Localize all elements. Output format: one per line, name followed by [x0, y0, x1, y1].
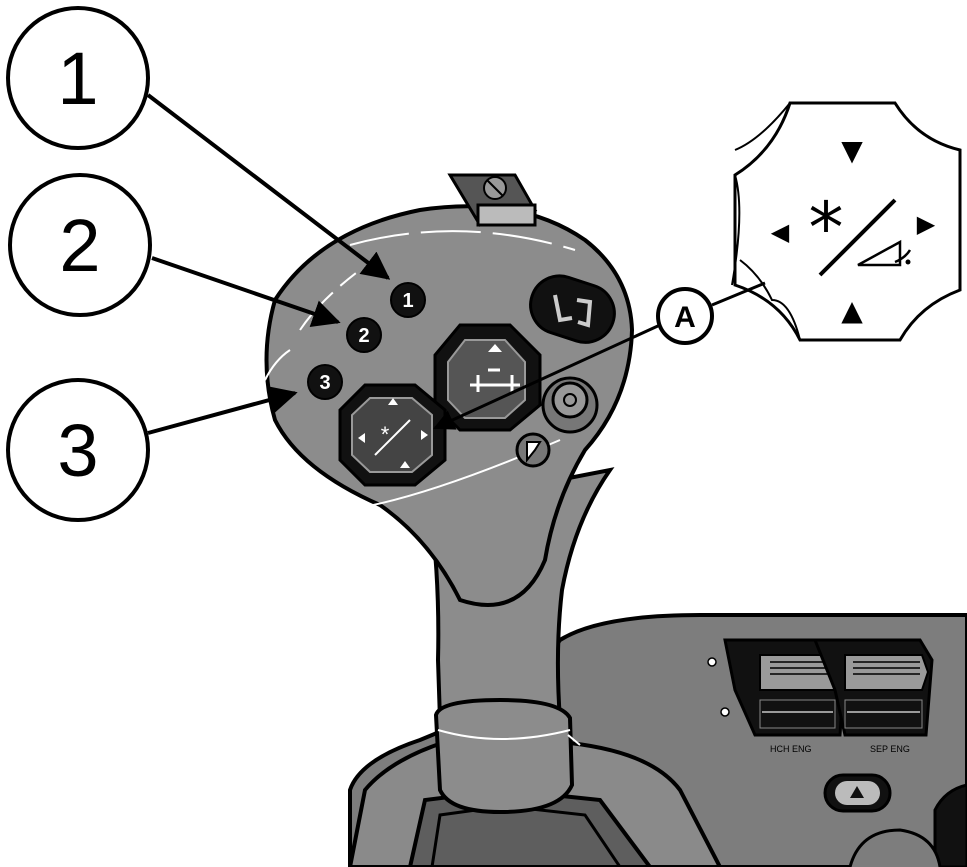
- detail-up-arrow: ▲: [841, 294, 863, 327]
- detail-left-arrow: ◀: [771, 218, 790, 246]
- callout-3-leader: [147, 386, 298, 435]
- handle-button-2-label: 2: [358, 325, 369, 347]
- handle-hitch-button[interactable]: [433, 323, 542, 432]
- handle-top-clip: [447, 173, 538, 227]
- callout-2: 2: [8, 173, 152, 317]
- callout-3-label: 3: [57, 409, 98, 492]
- callout-1-label: 1: [57, 37, 98, 120]
- switch-left-label: HCH ENG: [770, 744, 812, 754]
- svg-text:*: *: [381, 422, 390, 447]
- detail-right-arrow: ▶: [917, 210, 936, 238]
- callout-3: 3: [6, 378, 150, 522]
- switch-right-label: SEP ENG: [870, 744, 910, 754]
- handle-button-3[interactable]: 3: [307, 364, 343, 400]
- callout-2-label: 2: [59, 204, 100, 287]
- detail-wiper-icon: [857, 239, 912, 267]
- callout-a: A: [656, 287, 714, 345]
- handle-button-1-label: 1: [402, 290, 413, 312]
- detail-down-arrow: ▼: [841, 134, 863, 167]
- joystick-handle: 1 2 3: [264, 173, 635, 815]
- handle-round-knob[interactable]: [541, 376, 599, 434]
- console-oval-button[interactable]: [823, 773, 892, 813]
- callout-a-label: A: [674, 301, 696, 334]
- detail-inset-shape: [733, 101, 962, 342]
- callout-2-leader: [151, 256, 341, 328]
- handle-button-1[interactable]: 1: [390, 282, 426, 318]
- handle-pill-button[interactable]: [523, 268, 622, 349]
- callout-1-leader: [146, 93, 391, 280]
- rocker-switch-right[interactable]: [812, 638, 934, 737]
- callout-a-leader-to-handle: [433, 323, 661, 430]
- detail-inset-button: ▼ ▲ ◀ ▶ *: [731, 101, 962, 342]
- handle-collar: [433, 697, 575, 815]
- handle-button-3-label: 3: [319, 372, 330, 394]
- handle-button-2[interactable]: 2: [346, 317, 382, 353]
- detail-slash: [818, 198, 897, 277]
- handle-small-key[interactable]: [515, 432, 551, 468]
- handle-button-a[interactable]: *: [338, 383, 447, 487]
- callout-a-leader-to-inset: [711, 281, 766, 307]
- callout-1: 1: [6, 6, 150, 150]
